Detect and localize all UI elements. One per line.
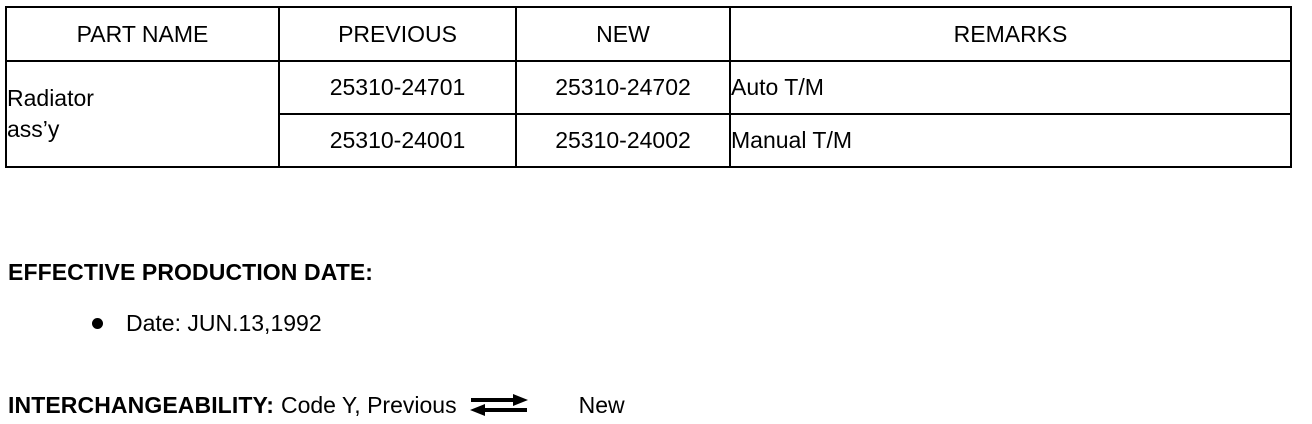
double-arrow-right-left-icon bbox=[469, 393, 531, 419]
bullet-point-icon bbox=[92, 318, 103, 329]
table-body: Radiator ass’y 25310-24701 25310-24702 A… bbox=[5, 60, 1292, 168]
cell-new-part-number: 25310-24702 bbox=[515, 60, 731, 115]
table-row: 25310-24001 25310-24002 Manual T/M bbox=[6, 113, 1292, 168]
column-header-part-name: PART NAME bbox=[5, 6, 280, 62]
cell-part-name: Radiator ass’y bbox=[5, 60, 280, 168]
part-name-line-2: ass’y bbox=[7, 116, 60, 142]
table-row: Radiator ass’y 25310-24701 25310-24702 A… bbox=[5, 60, 1292, 168]
interchangeability-target: New bbox=[578, 392, 625, 418]
parts-change-table: PART NAME PREVIOUS NEW REMARKS Radiator … bbox=[5, 6, 1292, 168]
cell-remarks: Auto T/M bbox=[729, 60, 1292, 115]
effective-production-date-item: Date: JUN.13,1992 bbox=[92, 310, 322, 337]
parts-table: PART NAME PREVIOUS NEW REMARKS Radiator … bbox=[5, 6, 1292, 168]
table-header: PART NAME PREVIOUS NEW REMARKS bbox=[5, 6, 1292, 62]
interchangeability-text: Code Y, Previous bbox=[280, 392, 457, 418]
column-header-previous: PREVIOUS bbox=[278, 6, 517, 62]
part-name-line-1: Radiator bbox=[7, 84, 94, 111]
cell-new-part-number: 25310-24002 bbox=[515, 113, 731, 168]
cell-previous-part-number: 25310-24701 bbox=[278, 60, 517, 115]
interchangeability-line: INTERCHANGEABILITY: Code Y, Previous New bbox=[8, 392, 625, 419]
cell-previous-part-number: 25310-24001 bbox=[278, 113, 517, 168]
effective-production-date-value: Date: JUN.13,1992 bbox=[126, 310, 322, 336]
interchangeability-label: INTERCHANGEABILITY: bbox=[8, 392, 274, 418]
table-header-row: PART NAME PREVIOUS NEW REMARKS bbox=[5, 6, 1292, 62]
cell-remarks: Manual T/M bbox=[729, 113, 1292, 168]
column-header-remarks: REMARKS bbox=[729, 6, 1292, 62]
column-header-new: NEW bbox=[515, 6, 731, 62]
effective-production-date-heading: EFFECTIVE PRODUCTION DATE: bbox=[8, 259, 374, 285]
